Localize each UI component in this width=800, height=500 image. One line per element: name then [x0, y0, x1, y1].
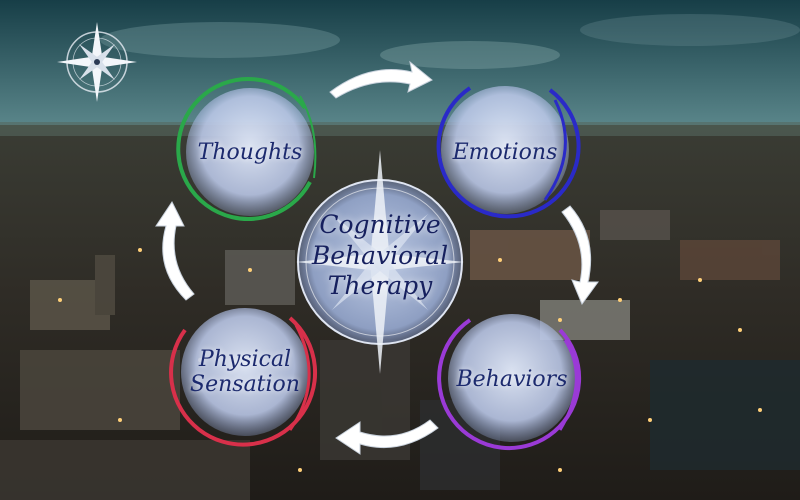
node-thoughts — [176, 77, 317, 221]
center-title-line-1: Cognitive — [319, 210, 441, 239]
sky-background — [0, 0, 800, 135]
cloud — [380, 41, 560, 69]
emotions-label: Emotions — [452, 140, 558, 165]
node-emotions — [436, 86, 581, 219]
compass-rose-icon — [57, 22, 137, 102]
node-physical-sensation — [169, 308, 318, 447]
node-behaviors — [437, 314, 582, 451]
horizon-haze — [0, 122, 800, 136]
behaviors-label: Behaviors — [456, 367, 568, 392]
center-title-line-2: Behavioral — [311, 240, 449, 270]
arrow-emotions-to-behaviors — [561, 205, 599, 306]
center-title: Cognitive Behavioral Therapy — [290, 210, 470, 302]
arrow-thoughts-to-emotions — [329, 60, 433, 99]
cloud — [580, 14, 800, 46]
cloud — [100, 22, 340, 58]
compass-star-icon — [296, 150, 464, 374]
physical-sensation-label: Physical Sensation — [180, 347, 310, 398]
center-title-line-3: Therapy — [327, 271, 433, 300]
arrow-behaviors-to-physical-sensation — [335, 419, 439, 455]
physical-sensation-line-2: Sensation — [190, 372, 300, 398]
arrow-physical-sensation-to-thoughts — [155, 201, 195, 301]
city-buildings — [0, 210, 800, 500]
physical-sensation-line-1: Physical — [198, 347, 292, 372]
thoughts-label: Thoughts — [197, 140, 303, 165]
